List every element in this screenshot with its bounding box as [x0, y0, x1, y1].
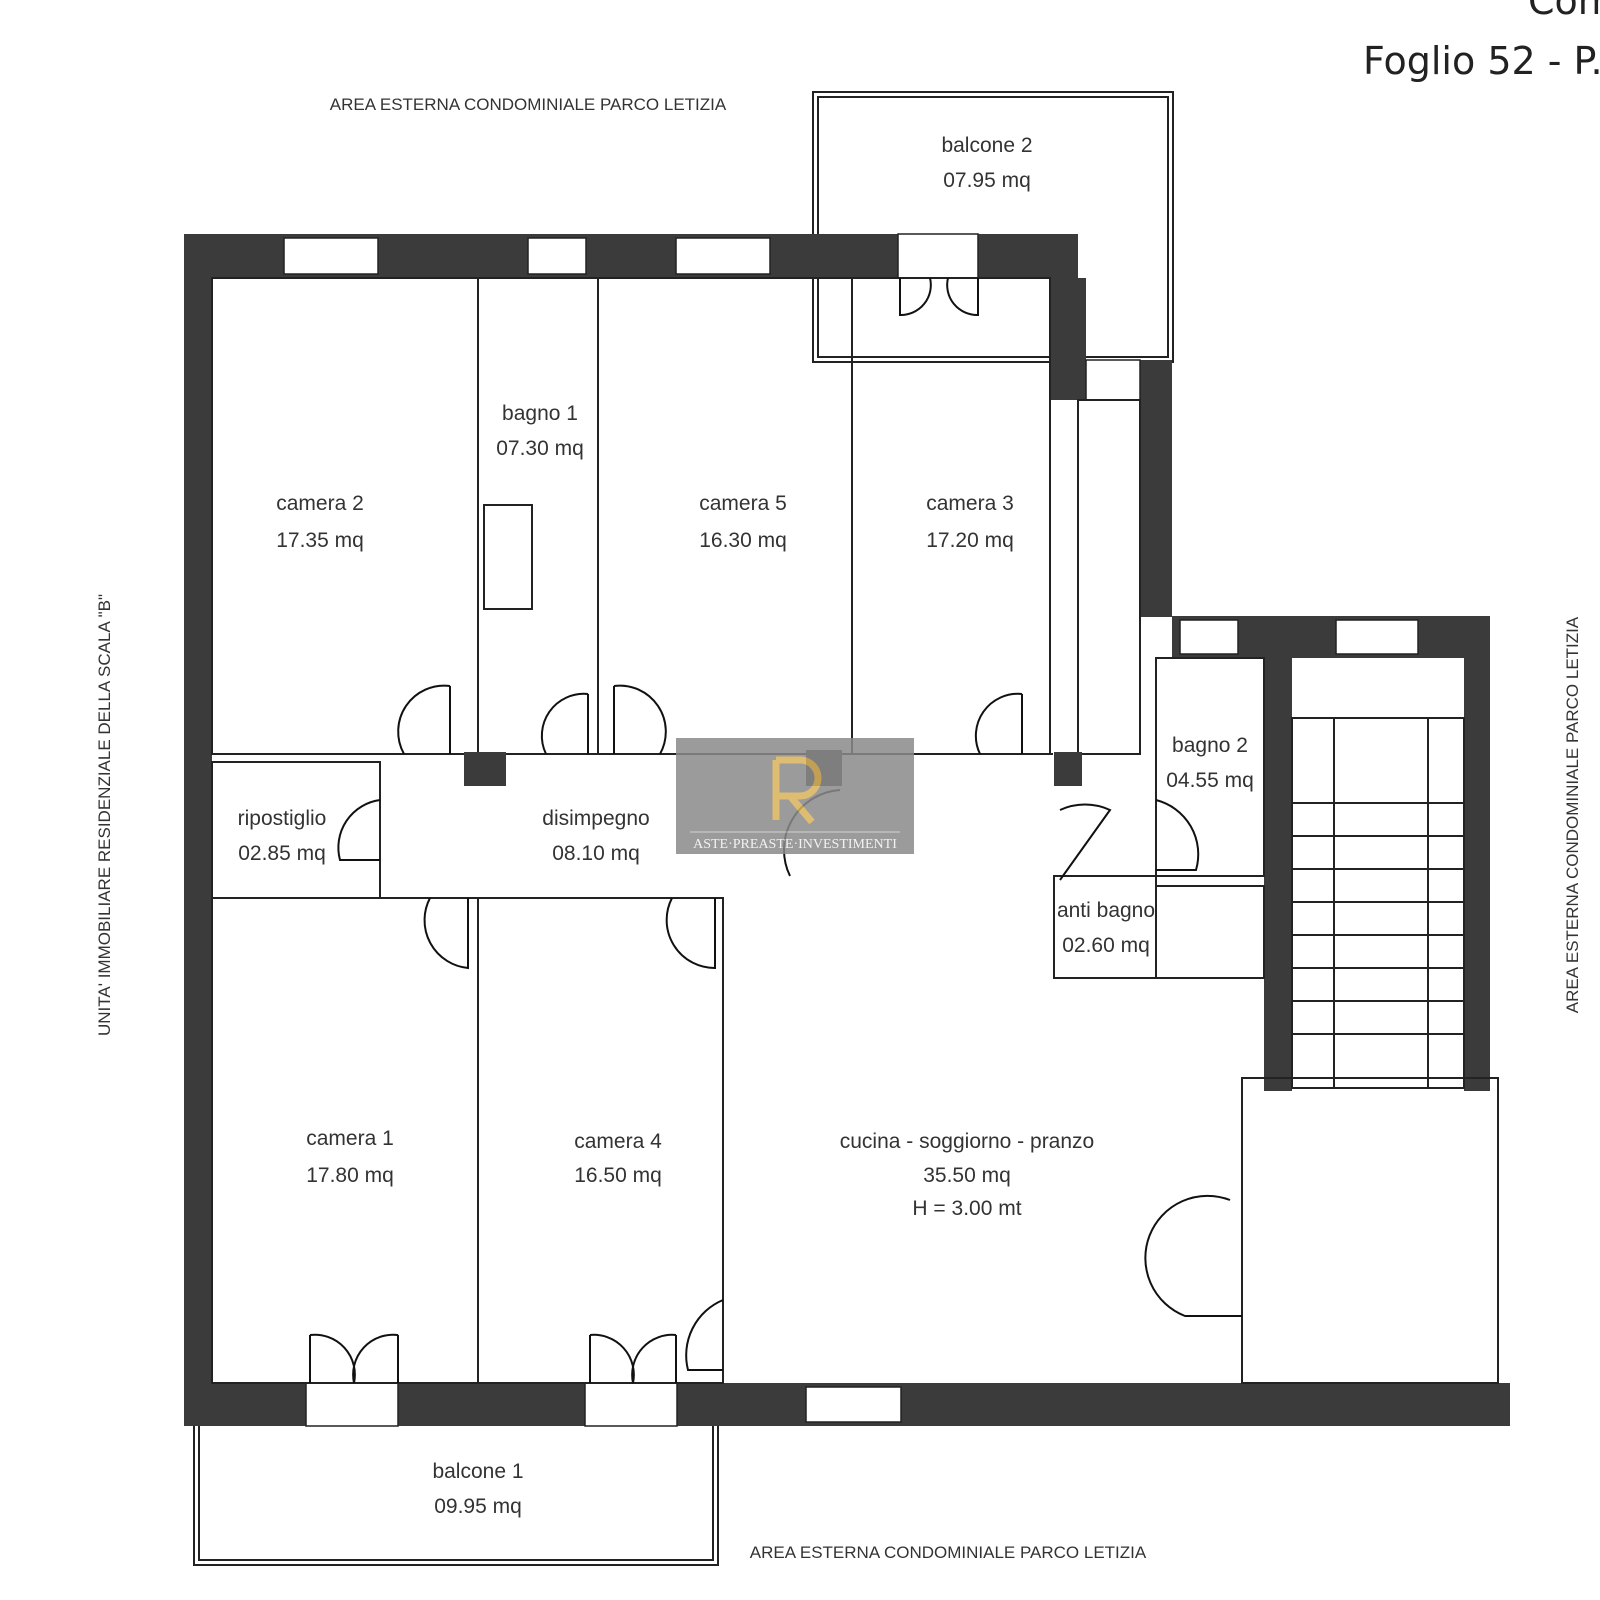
room-area: 02.85 mq [238, 842, 326, 865]
room-labels: balcone 2 07.95 mq bagno 1 07.30 mq came… [238, 134, 1254, 1518]
watermark-text: ASTE·PREASTE·INVESTIMENTI [693, 837, 897, 852]
balcone1-inner [198, 1424, 714, 1561]
header-title-partial: Com [1528, 0, 1600, 23]
room-area: 17.80 mq [306, 1164, 394, 1187]
room-area: 35.50 mq [923, 1164, 1011, 1187]
room-area: 07.30 mq [496, 437, 584, 460]
room-name: camera 3 [926, 492, 1014, 515]
room-area: 17.35 mq [276, 529, 364, 552]
room-name: bagno 1 [502, 402, 578, 425]
balcone2-outline [812, 91, 1174, 363]
room-area: 17.20 mq [926, 529, 1014, 552]
balcone2-inner [817, 96, 1169, 358]
watermark: ASTE·PREASTE·INVESTIMENTI [676, 738, 914, 854]
header-foglio: Foglio 52 - P.lla 5 [1363, 39, 1600, 83]
label-area-bottom: AREA ESTERNA CONDOMINIALE PARCO LETIZIA [750, 1543, 1147, 1562]
label-area-top: AREA ESTERNA CONDOMINIALE PARCO LETIZIA [330, 95, 727, 114]
room-name: cucina - soggiorno - pranzo [840, 1130, 1094, 1153]
room-area: 08.10 mq [552, 842, 640, 865]
room-name: anti bagno [1057, 899, 1155, 922]
room-area: 09.95 mq [434, 1495, 522, 1518]
room-name: balcone 1 [432, 1460, 523, 1483]
room-area: 07.95 mq [943, 169, 1031, 192]
room-name: bagno 2 [1172, 734, 1248, 757]
room-area: 16.50 mq [574, 1164, 662, 1187]
room-name: camera 1 [306, 1127, 394, 1150]
watermark-logo-icon [772, 756, 822, 825]
room-name: camera 2 [276, 492, 364, 515]
staircase [1291, 717, 1465, 1089]
room-name: camera 5 [699, 492, 787, 515]
label-area-right: AREA ESTERNA CONDOMINIALE PARCO LETIZIA [1563, 616, 1582, 1013]
room-area: 02.60 mq [1062, 934, 1150, 957]
room-area: 04.55 mq [1166, 769, 1254, 792]
room-name: camera 4 [574, 1130, 662, 1153]
windows [283, 233, 1419, 1427]
room-name: ripostiglio [238, 807, 327, 830]
room-name: balcone 2 [941, 134, 1032, 157]
room-name: disimpegno [542, 807, 649, 830]
label-unit-left: UNITA' IMMOBILIARE RESIDENZIALE DELLA SC… [95, 594, 114, 1036]
room-area: 16.30 mq [699, 529, 787, 552]
room-height: H = 3.00 mt [912, 1197, 1021, 1220]
